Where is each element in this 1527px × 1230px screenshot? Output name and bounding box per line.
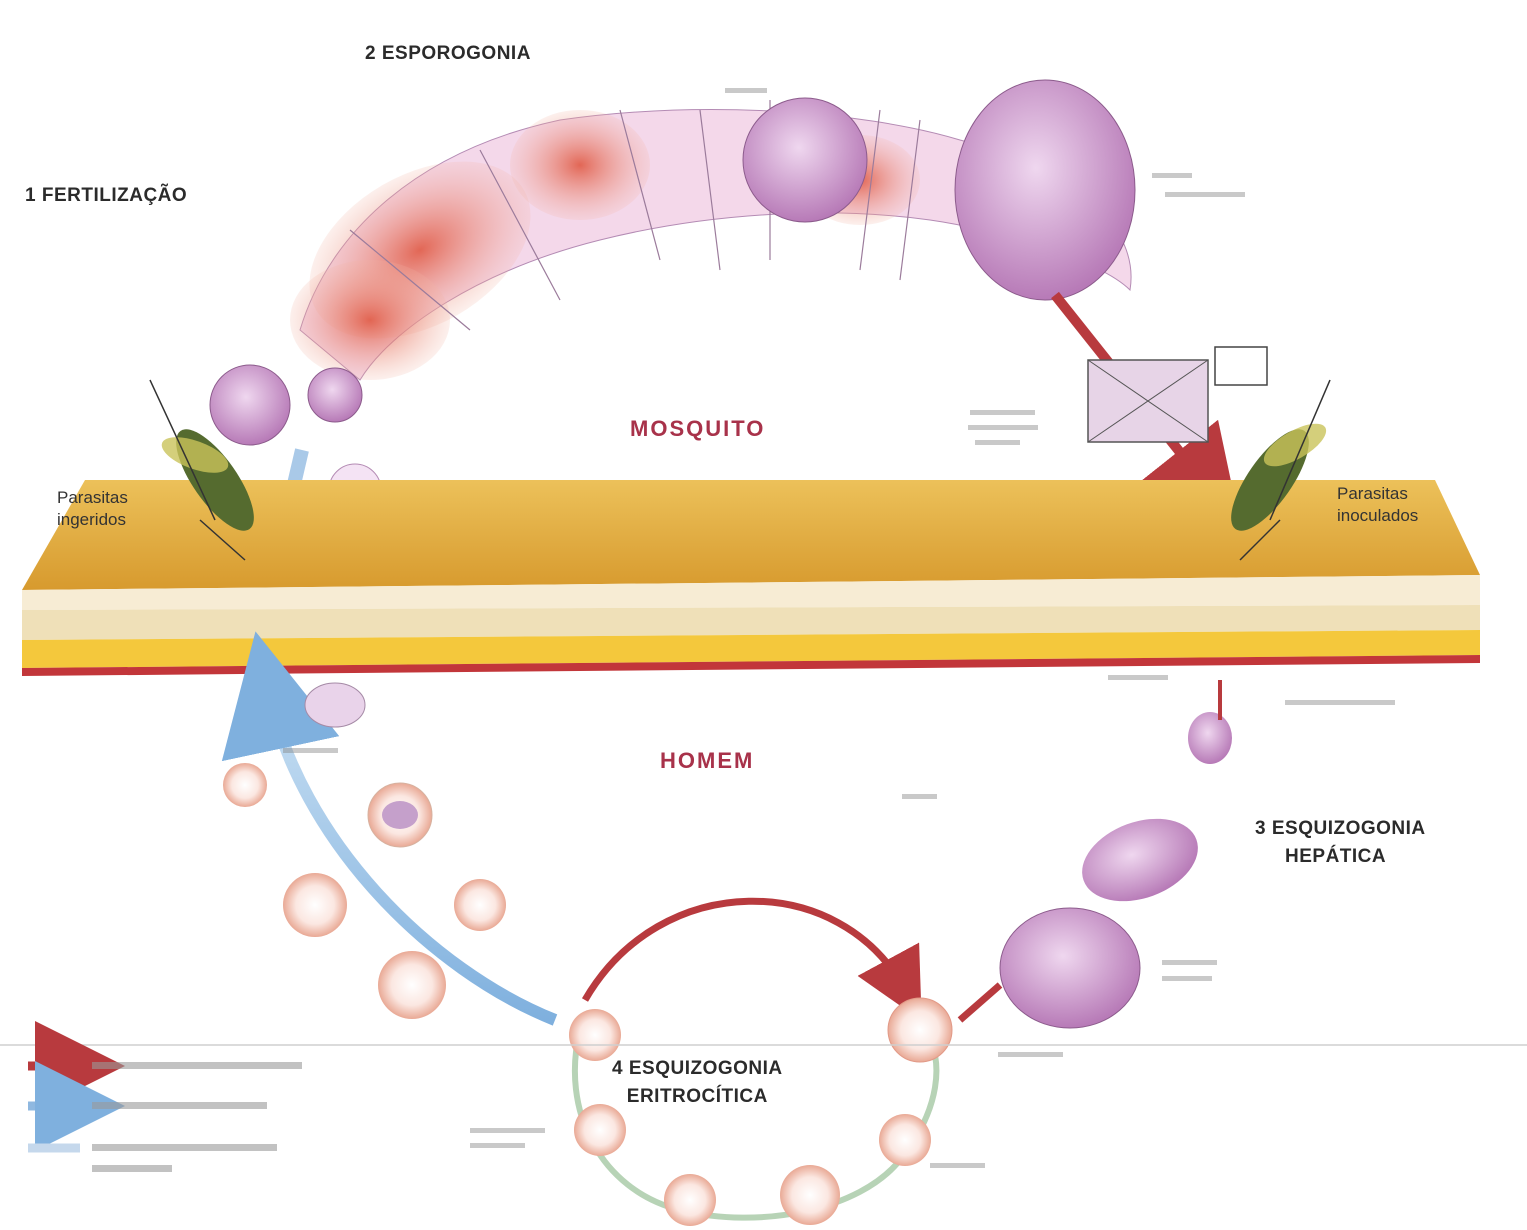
stage-label-erythrocytic-line2: ERITROCÍTICA <box>612 1083 783 1111</box>
stage-label-hepatic-line1: 3 ESQUIZOGONIA <box>1255 815 1426 843</box>
legend-text-line-3b <box>92 1165 172 1172</box>
erythrocytic-cycle-cells <box>569 998 952 1226</box>
stage-label-hepatic-line2: HEPÁTICA <box>1255 843 1426 871</box>
legend-text-line-3 <box>92 1144 277 1151</box>
salivary-gland-inset <box>1088 347 1267 442</box>
label-parasites-ingested-line1: Parasitas <box>57 487 128 509</box>
label-parasites-ingested: Parasitas ingeridos <box>57 487 128 531</box>
legend-text-line-2 <box>92 1102 267 1109</box>
red-arrow-erythrocytic <box>585 901 905 1000</box>
label-parasites-inoculated-line1: Parasitas <box>1337 483 1418 505</box>
label-parasites-inoculated: Parasitas inoculados <box>1337 483 1418 527</box>
label-parasites-ingested-line2: ingeridos <box>57 509 128 531</box>
label-parasites-inoculated-line2: inoculados <box>1337 505 1418 527</box>
legend <box>28 1062 302 1172</box>
red-arrow-merozoites-release <box>960 985 1000 1020</box>
region-label-mosquito: MOSQUITO <box>630 416 765 442</box>
stage-label-sporogony: 2 ESPOROGONIA <box>365 43 531 65</box>
stage-label-erythrocytic-line1: 4 ESQUIZOGONIA <box>612 1055 783 1083</box>
legend-text-line-1 <box>92 1062 302 1069</box>
liver-schizont-stages <box>1000 680 1232 1028</box>
oocyst <box>743 98 867 222</box>
region-label-human: HOMEM <box>660 748 754 774</box>
stage-label-erythrocytic: 4 ESQUIZOGONIA ERITROCÍTICA <box>612 1055 783 1111</box>
stage-label-fertilization: 1 FERTILIZAÇÃO <box>25 185 187 207</box>
stage-label-hepatic: 3 ESQUIZOGONIA HEPÁTICA <box>1255 815 1426 871</box>
mature-oocyst <box>955 80 1135 300</box>
